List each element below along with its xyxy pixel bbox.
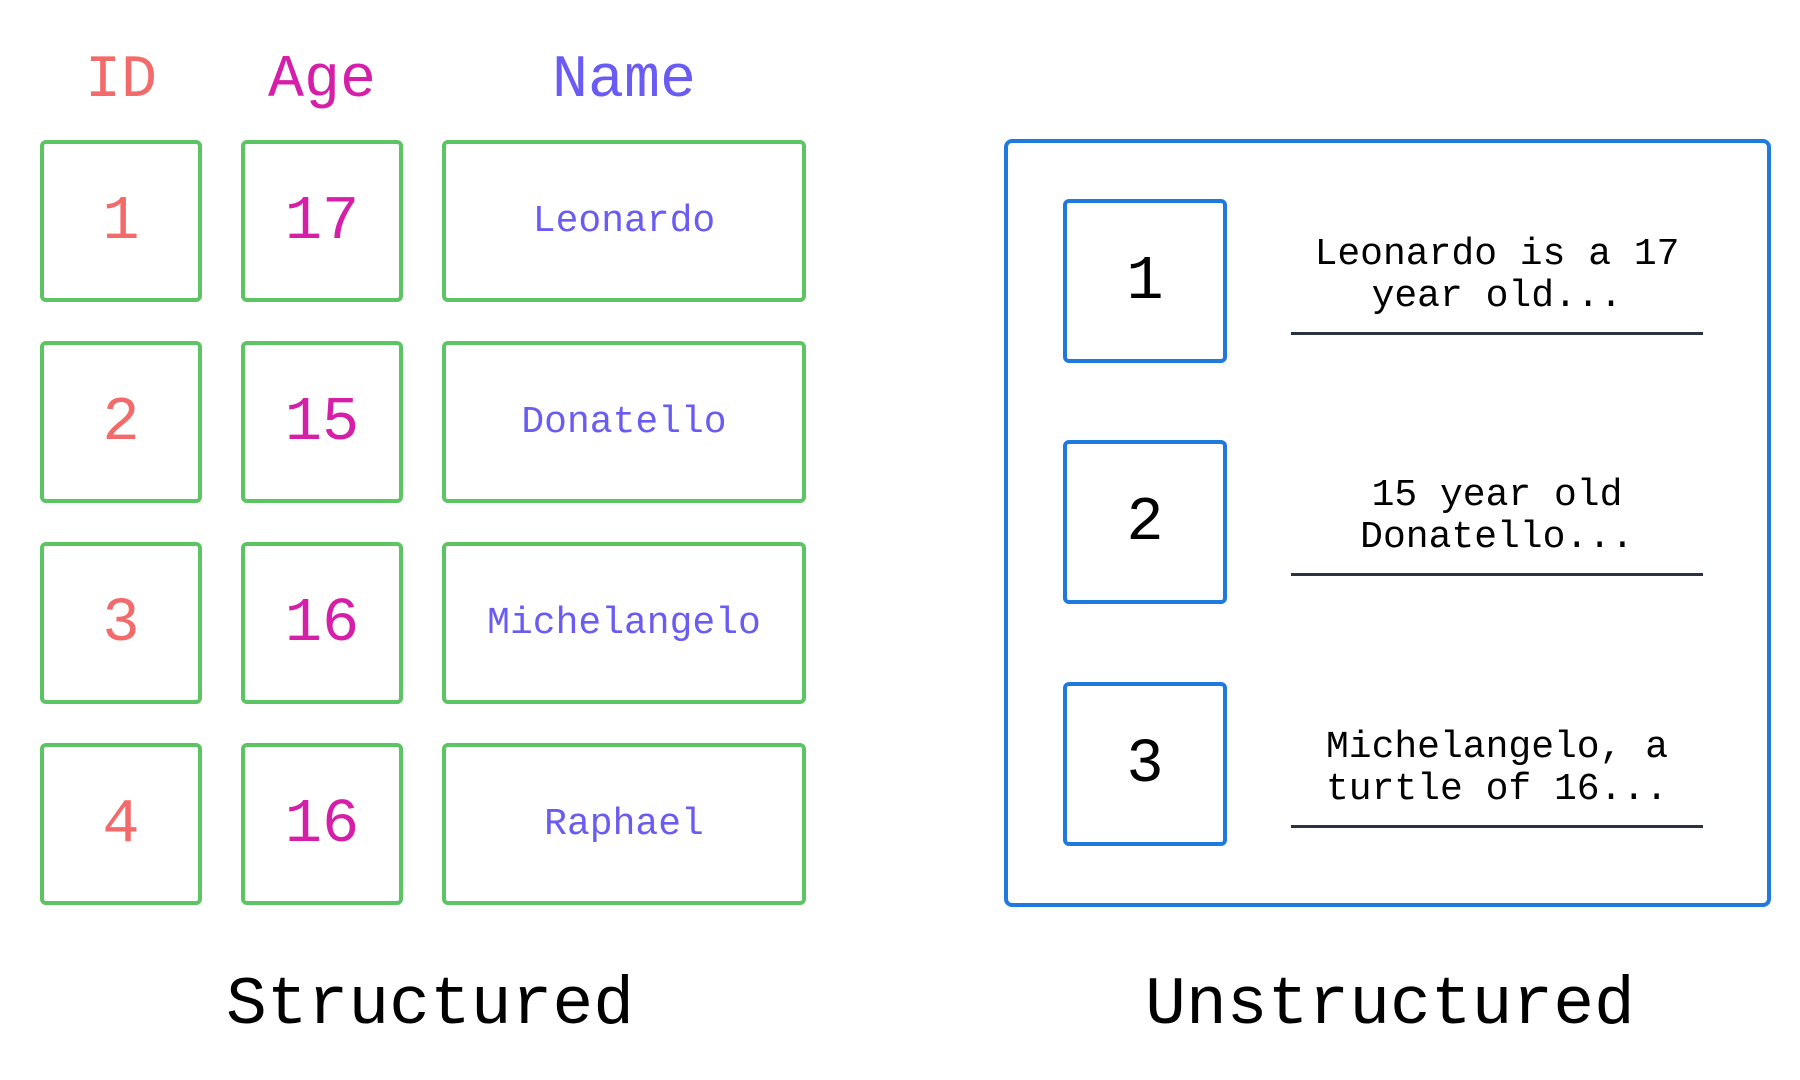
name-value: Raphael bbox=[544, 802, 704, 846]
age-value: 17 bbox=[284, 185, 360, 257]
text-underline bbox=[1291, 573, 1703, 576]
age-cell: 16 bbox=[241, 542, 403, 704]
id-cell: 1 bbox=[40, 140, 202, 302]
name-cell: Michelangelo bbox=[442, 542, 806, 704]
item-text-line: year old... bbox=[1371, 275, 1623, 318]
id-cell: 4 bbox=[40, 743, 202, 905]
name-value: Donatello bbox=[521, 400, 727, 444]
name-cell: Leonardo bbox=[442, 140, 806, 302]
age-cell: 16 bbox=[241, 743, 403, 905]
item-text-line: Donatello... bbox=[1360, 516, 1634, 559]
item-text: Michelangelo, a turtle of 16... bbox=[1291, 727, 1703, 811]
age-value: 16 bbox=[284, 788, 360, 860]
age-value: 16 bbox=[284, 587, 360, 659]
header-id: ID bbox=[84, 47, 157, 115]
item-text-line: turtle of 16... bbox=[1325, 768, 1669, 811]
unstructured-caption: Unstructured bbox=[1145, 967, 1635, 1044]
item-id-box: 3 bbox=[1063, 682, 1227, 846]
id-cell: 2 bbox=[40, 341, 202, 503]
header-name: Name bbox=[551, 47, 697, 115]
id-value: 3 bbox=[102, 587, 140, 659]
structured-caption: Structured bbox=[225, 967, 635, 1044]
text-underline bbox=[1291, 825, 1703, 828]
unstructured-panel: 1 Leonardo is a 17 year old... 2 15 year… bbox=[1004, 139, 1771, 907]
id-cell: 3 bbox=[40, 542, 202, 704]
age-cell: 15 bbox=[241, 341, 403, 503]
header-age: Age bbox=[267, 47, 377, 115]
name-value: Leonardo bbox=[532, 199, 716, 243]
item-text-line: Michelangelo, a bbox=[1325, 726, 1669, 769]
id-value: 1 bbox=[102, 185, 140, 257]
name-cell: Raphael bbox=[442, 743, 806, 905]
text-underline bbox=[1291, 332, 1703, 335]
item-text-line: 15 year old bbox=[1371, 474, 1623, 517]
age-value: 15 bbox=[284, 386, 360, 458]
item-id-box: 1 bbox=[1063, 199, 1227, 363]
item-id-box: 2 bbox=[1063, 440, 1227, 604]
name-cell: Donatello bbox=[442, 341, 806, 503]
age-cell: 17 bbox=[241, 140, 403, 302]
id-value: 2 bbox=[102, 386, 140, 458]
id-value: 4 bbox=[102, 788, 140, 860]
item-text: 15 year old Donatello... bbox=[1291, 475, 1703, 559]
item-text-line: Leonardo is a 17 bbox=[1314, 233, 1680, 276]
name-value: Michelangelo bbox=[487, 601, 761, 645]
item-text: Leonardo is a 17 year old... bbox=[1291, 234, 1703, 318]
